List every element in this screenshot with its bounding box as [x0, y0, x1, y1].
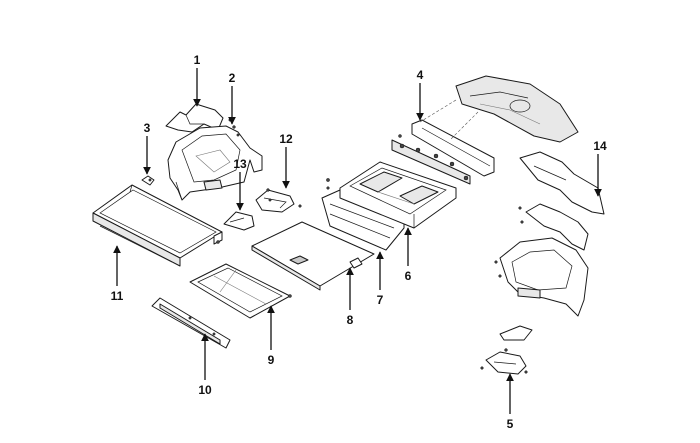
callout-7: 7 [377, 293, 384, 307]
callout-labels: 1 2 3 4 5 6 7 8 9 10 11 12 13 14 [111, 53, 607, 431]
tonneau-cover-part-11 [92, 184, 223, 267]
rear-crossmember-part-4 [391, 119, 495, 185]
callout-11: 11 [111, 289, 124, 303]
callout-8: 8 [347, 313, 354, 327]
callout-13: 13 [233, 157, 247, 171]
small-trim-cover [499, 325, 533, 341]
upper-trim-panel-part-1 [165, 103, 224, 133]
rear-floor-panel [419, 75, 579, 143]
callout-14: 14 [593, 139, 607, 153]
leader-lines [113, 68, 602, 414]
callout-2: 2 [229, 71, 236, 85]
cargo-net-part-9 [189, 263, 292, 319]
callout-10: 10 [198, 383, 212, 397]
bracket-part-12 [255, 188, 302, 213]
right-upper-trim-part-14 [519, 151, 605, 215]
callout-6: 6 [405, 269, 412, 283]
right-quarter-trim [494, 237, 589, 317]
callout-3: 3 [144, 121, 151, 135]
clip-part-3 [141, 175, 155, 186]
left-quarter-trim-part-2 [167, 118, 263, 201]
callout-9: 9 [268, 353, 275, 367]
luggage-floor-board-part-8 [251, 221, 375, 291]
callout-1: 1 [194, 53, 201, 67]
callout-12: 12 [279, 132, 293, 146]
callout-5: 5 [507, 417, 514, 431]
trim-cover-part-13 [223, 211, 255, 231]
right-middle-trim [518, 203, 589, 251]
luggage-box-part-6 [339, 161, 457, 229]
lower-bracket-part-5 [480, 348, 528, 375]
callout-4: 4 [417, 68, 424, 82]
scuff-plate-part-10 [151, 297, 231, 349]
